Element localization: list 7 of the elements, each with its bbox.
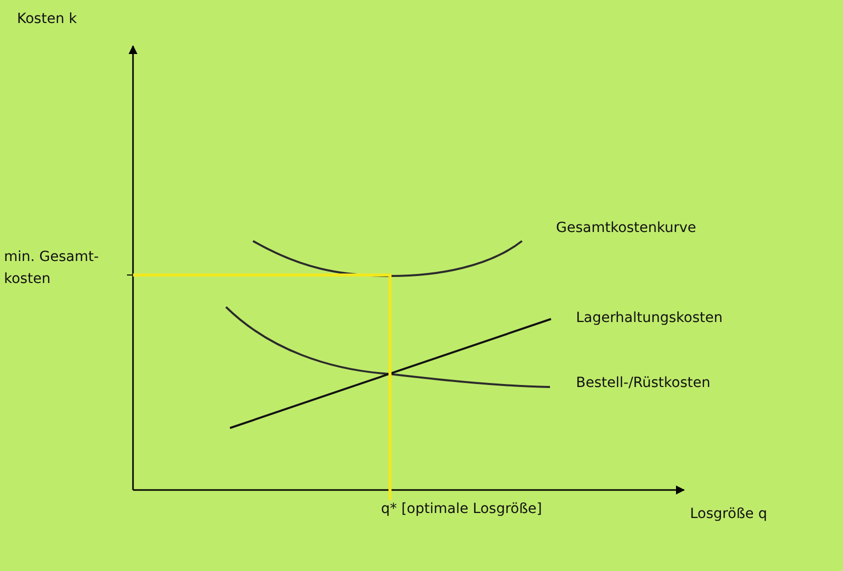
axis-value-label: min. Gesamt- kosten: [4, 248, 100, 289]
axis-value-label: q* [optimale Losgröße]: [381, 500, 542, 519]
axis-title: Kosten k: [17, 10, 77, 29]
curve-label: Gesamtkostenkurve: [556, 219, 696, 238]
curve-label: Lagerhaltungskosten: [576, 309, 723, 328]
axis-title: Losgröße q: [690, 505, 768, 524]
curve-label: Bestell-/Rüstkosten: [576, 374, 710, 393]
